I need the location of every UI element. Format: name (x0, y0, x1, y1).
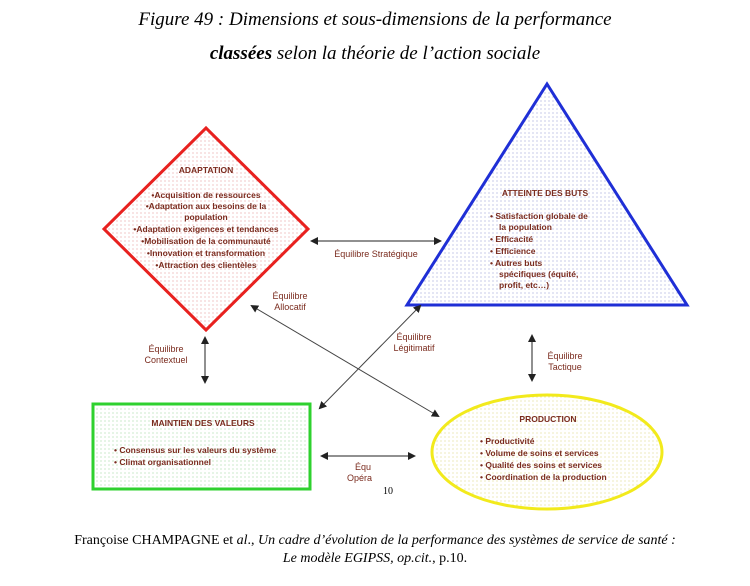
atteinte-item: profit, etc…) (499, 280, 549, 290)
label-strategique: Équilibre Stratégique (334, 249, 418, 259)
production-item: • Volume de soins et services (480, 448, 599, 458)
production-item: • Productivité (480, 436, 535, 446)
label-legitimatif-2: Légitimatif (393, 343, 435, 353)
maintien-item: • Consensus sur les valeurs du système (114, 445, 276, 455)
adaptation-item: population (184, 212, 227, 222)
atteinte-item: • Efficience (490, 246, 536, 256)
arrow-legitimatif (318, 304, 422, 410)
source-line1: Françoise CHAMPAGNE et al., Un cadre d’é… (0, 532, 750, 550)
label-allocatif-1: Équilibre (272, 291, 307, 301)
atteinte-item: la population (499, 222, 552, 232)
title-rest: selon la théorie de l’action sociale (272, 43, 541, 64)
adaptation-item: •Adaptation exigences et tendances (133, 224, 278, 234)
source-page: , p.10. (432, 551, 468, 566)
atteinte-item: • Satisfaction globale de (490, 211, 588, 221)
label-contextuel-2: Contextuel (144, 355, 187, 365)
label-contextuel-1: Équilibre (148, 344, 183, 354)
adaptation-diamond (101, 125, 311, 333)
atteinte-item: • Autres buts (490, 258, 543, 268)
source-work: Un cadre d’évolution de la performance d… (258, 533, 676, 548)
arrow-allocatif (250, 304, 440, 418)
label-tactique-1: Équilibre (547, 351, 582, 361)
production-item: • Qualité des soins et services (480, 460, 602, 470)
figure-title-line2: classées selon la théorie de l’action so… (0, 42, 750, 66)
label-legitimatif-1: Équilibre (396, 332, 431, 342)
label-allocatif-2: Allocatif (274, 302, 306, 312)
label-tactique-2: Tactique (548, 362, 582, 372)
atteinte-title: ATTEINTE DES BUTS (502, 188, 589, 198)
source-al: al (236, 533, 248, 548)
maintien-item: • Climat organisationnel (114, 457, 211, 467)
atteinte-item: • Efficacité (490, 234, 533, 244)
adaptation-item: •Mobilisation de la communauté (141, 236, 271, 246)
production-item: • Coordination de la production (480, 472, 607, 482)
production-title: PRODUCTION (519, 414, 576, 424)
maintien-box (91, 402, 312, 491)
figure-title-line1: Figure 49 : Dimensions et sous-dimension… (138, 9, 612, 30)
source-line2: Le modèle EGIPSS, op.cit., p.10. (0, 550, 750, 568)
adaptation-title: ADAPTATION (179, 165, 233, 175)
source-work2: Le modèle EGIPSS, op.cit. (282, 551, 433, 566)
label-operationnel-1: Équ (355, 462, 371, 472)
title-bold-word: classées (209, 43, 273, 64)
adaptation-item: •Attraction des clientèles (155, 260, 257, 270)
atteinte-item: spécifiques (équité, (499, 269, 578, 279)
maintien-title: MAINTIEN DES VALEURS (151, 418, 255, 428)
adaptation-item: •Innovation et transformation (147, 248, 265, 258)
source-author: Françoise CHAMPAGNE et (74, 533, 237, 548)
adaptation-item: •Adaptation aux besoins de la (146, 201, 267, 211)
source-sep: ., (247, 533, 258, 548)
atteinte-triangle (404, 81, 690, 307)
production-ellipse (430, 393, 664, 511)
page-number: 10 (383, 486, 393, 497)
label-operationnel-2: Opéra (347, 473, 372, 483)
adaptation-item: •Acquisition de ressources (151, 190, 261, 200)
